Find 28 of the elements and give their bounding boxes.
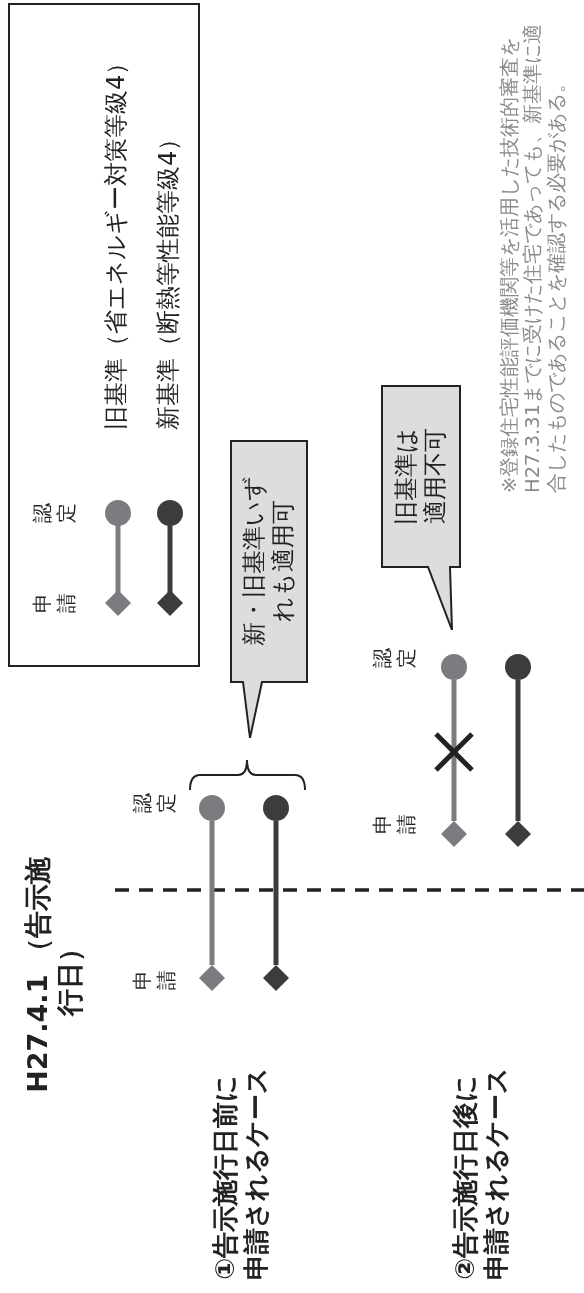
case-heading: ①告示施行日前に申請されるケース	[210, 1066, 273, 1280]
point-label: 申請	[30, 592, 78, 614]
callout-text: 旧基準は適用不可	[392, 426, 450, 527]
point-label: 認定	[130, 792, 178, 814]
diamond-marker	[199, 965, 225, 991]
speech-bubble	[381, 385, 461, 630]
title: H27.4.1 （告示施行日）	[22, 857, 87, 1093]
circle-marker	[199, 795, 225, 821]
timeline-line	[515, 680, 521, 821]
point-label: 認定	[30, 502, 78, 524]
circle-marker	[441, 654, 467, 680]
point-label: 認定	[370, 647, 418, 669]
note-text: ※登録住宅性能評価機関等を活用した技術的審査をH27.3.31までに受けた住宅であっても、新基準に適合したものであることを確認する必要がある。	[498, 22, 569, 493]
diamond-marker	[441, 821, 467, 847]
timeline-line	[273, 821, 279, 965]
point-label: 申請	[130, 969, 178, 991]
callout-text: 新・旧基準いずれも適用可	[240, 475, 298, 648]
circle-marker	[505, 654, 531, 680]
speech-bubble	[230, 440, 308, 738]
diamond-marker	[505, 821, 531, 847]
timeline-line	[209, 821, 215, 965]
legend-text: 新基準（断熱等性能等級4）	[154, 126, 183, 430]
point-label: 申請	[370, 813, 418, 835]
case-heading: ②告示施行日後に申請されるケース	[450, 1066, 513, 1280]
diamond-marker	[263, 965, 289, 991]
circle-marker	[263, 795, 289, 821]
legend-text: 旧基準（省エネルギー対策等級4）	[102, 50, 131, 430]
timeline-line	[451, 680, 457, 821]
